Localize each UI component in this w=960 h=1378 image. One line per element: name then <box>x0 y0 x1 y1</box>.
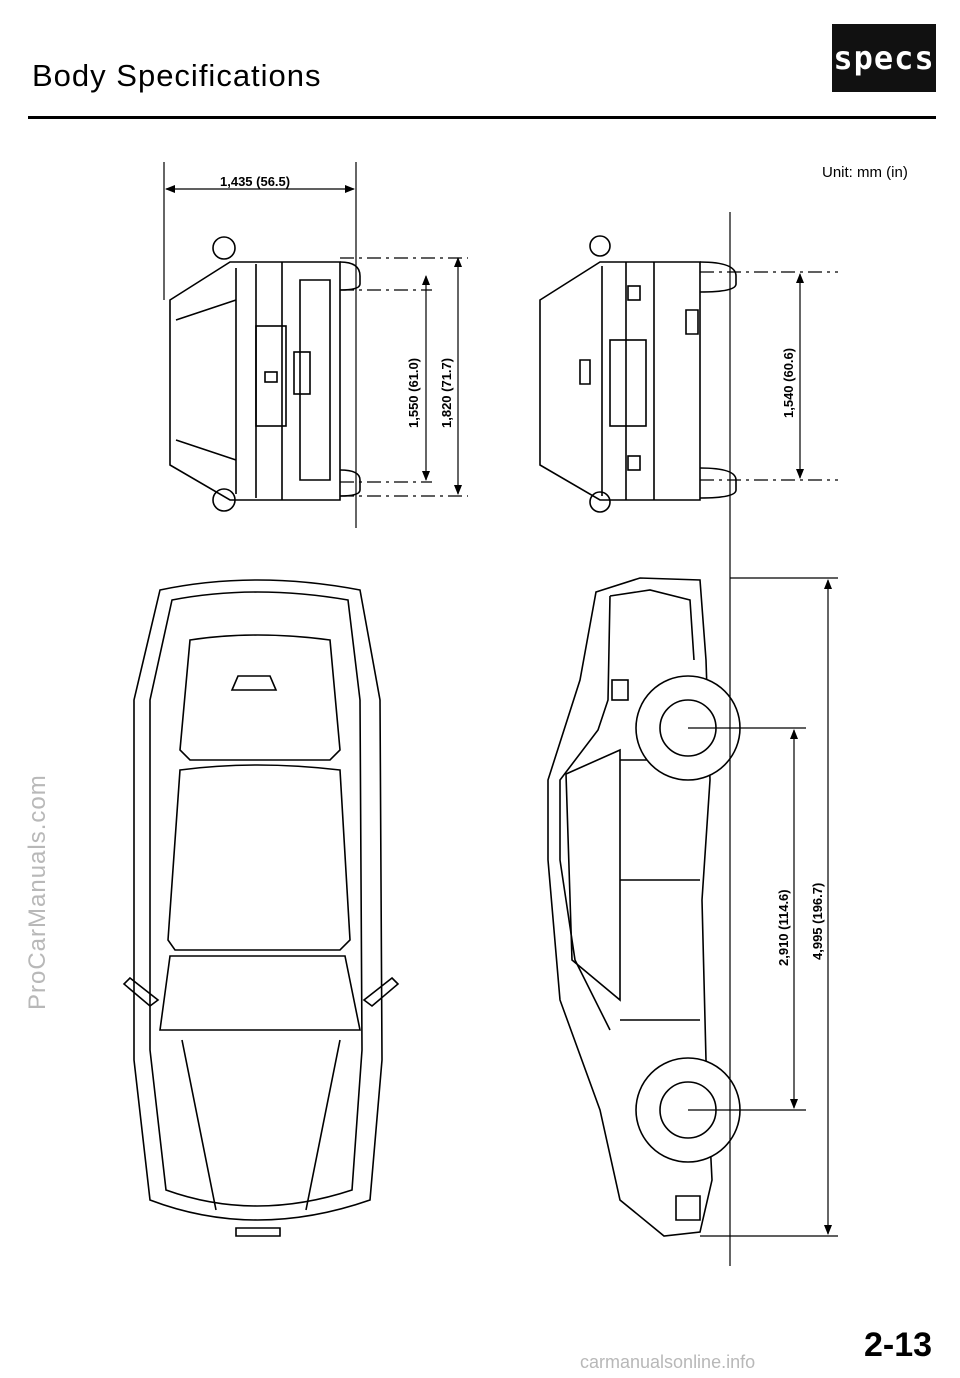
dimension-lines <box>163 162 838 1266</box>
page-number: 2-13 <box>864 1326 933 1364</box>
dim-overall-width: 1,820 (71.7) <box>439 358 454 428</box>
dim-overall-length: 4,995 (196.7) <box>810 883 825 960</box>
page-title: Body Specifications <box>32 58 322 93</box>
dim-track-width: 1,435 (56.5) <box>220 174 290 189</box>
dim-rear-height: 1,540 (60.6) <box>781 348 796 418</box>
section-badge: specs <box>832 24 936 92</box>
unit-label: Unit: mm (in) <box>822 164 908 181</box>
dim-wheelbase: 2,910 (114.6) <box>776 889 791 966</box>
dim-front-height: 1,550 (61.0) <box>406 358 421 428</box>
top-view-car <box>122 579 400 1237</box>
front-view-car <box>169 236 361 512</box>
side-view-car <box>547 577 741 1237</box>
header-rule <box>28 116 936 119</box>
watermark-carmanualsonline: carmanualsonline.info <box>580 1352 756 1372</box>
watermark-procarmanuals: ProCarManuals.com <box>24 774 51 1010</box>
rear-view-car <box>539 235 737 513</box>
